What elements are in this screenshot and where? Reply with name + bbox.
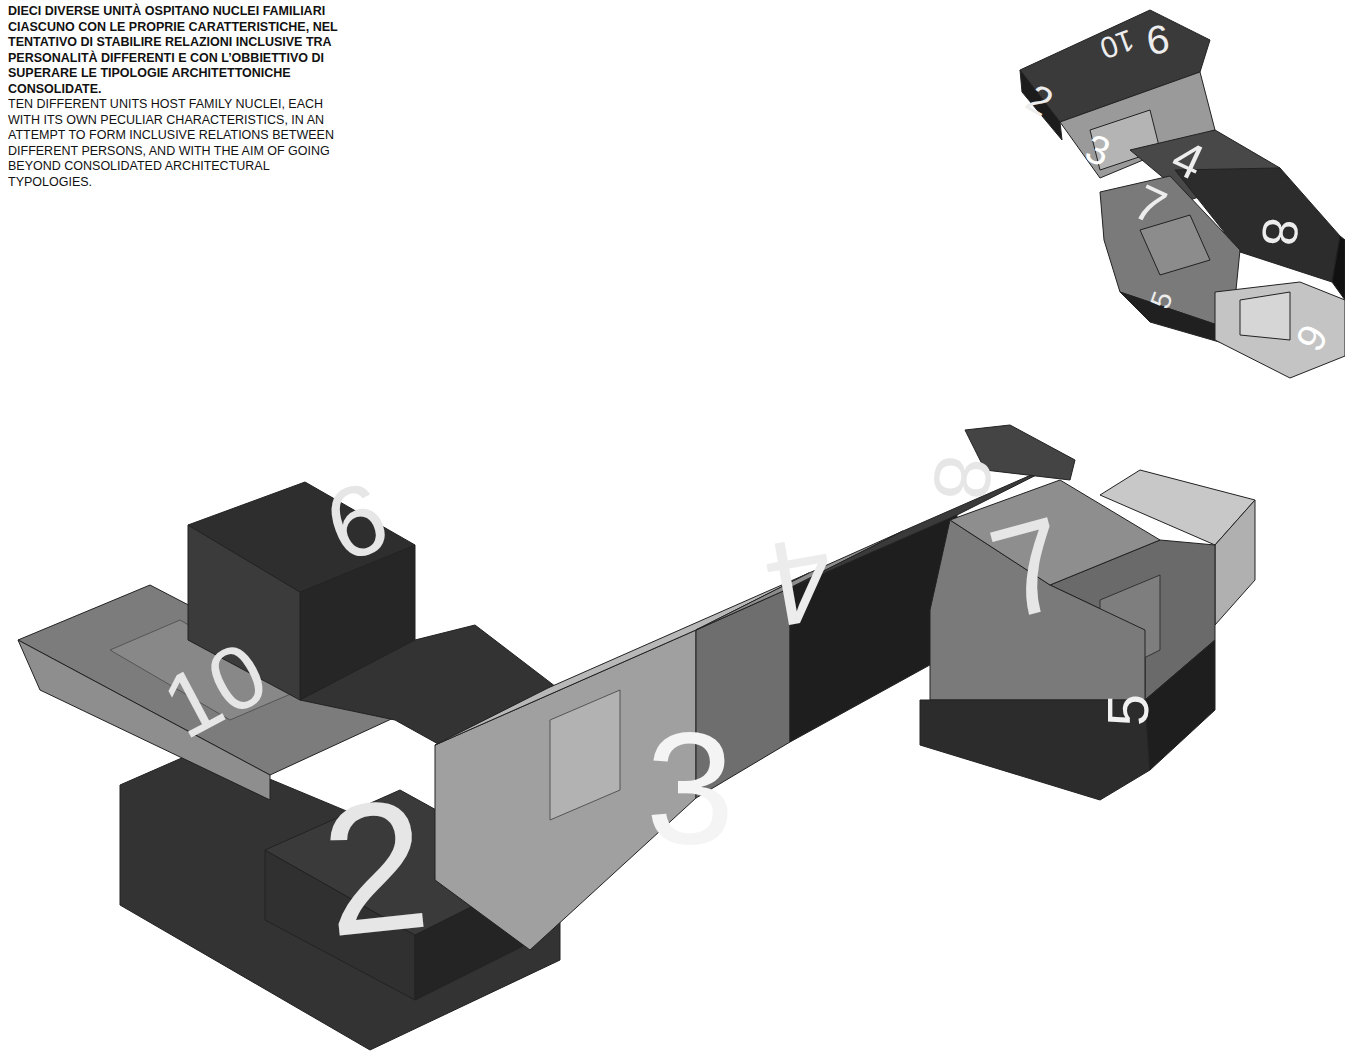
unit-number: 5 [1099, 694, 1157, 726]
unit-number: 3 [646, 708, 735, 868]
unit-number: 2 [314, 771, 436, 966]
unit-number: 8 [1254, 216, 1306, 248]
unit-number: 8 [920, 452, 1004, 503]
caption-text: TEN DIFFERENT UNITS HOST FAMILY NUCLEI, … [8, 97, 343, 190]
caption-text: DIECI DIVERSE UNITÀ OSPITANO NUCLEI FAMI… [8, 4, 343, 97]
